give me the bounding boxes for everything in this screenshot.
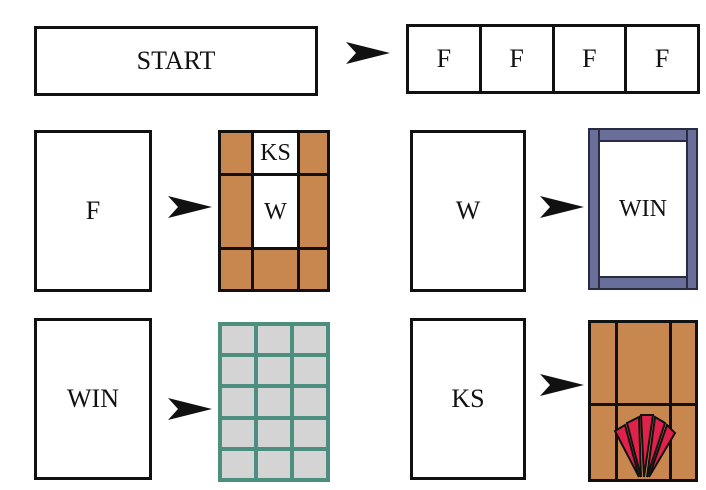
win-symbol-box: WIN — [34, 318, 152, 480]
window-slot: W — [254, 176, 297, 247]
window-pane — [258, 357, 290, 385]
window-pane — [222, 450, 254, 478]
win-label: WIN — [67, 384, 119, 413]
brick-divider — [221, 247, 327, 250]
keystone-brick-layout — [588, 320, 698, 482]
brick-divider — [297, 133, 300, 289]
facade-label: F — [436, 44, 452, 73]
brick-divider — [221, 173, 327, 176]
window-pane — [258, 419, 290, 447]
window-pane — [258, 450, 290, 478]
w-symbol-box: W — [410, 130, 526, 292]
arrow-right-icon — [346, 42, 390, 64]
window-pane — [258, 326, 290, 354]
facade-cell-3: F — [555, 27, 628, 91]
ks-label: KS — [260, 140, 291, 166]
brick-divider — [591, 403, 695, 406]
start-label: START — [136, 46, 216, 75]
facade-label: F — [582, 44, 597, 73]
w-label: W — [264, 198, 287, 225]
window-pane — [222, 357, 254, 385]
window-inner: WIN — [598, 140, 688, 278]
facade-cell-2: F — [482, 27, 555, 91]
brick-divider — [615, 323, 618, 479]
pane-grid — [218, 322, 330, 482]
window-pane — [258, 388, 290, 416]
frame-joint — [598, 130, 600, 140]
facade-brick-layout: KS W — [218, 130, 330, 292]
brick-divider — [669, 323, 672, 479]
window-pane — [294, 388, 326, 416]
arrow-right-icon — [168, 196, 212, 218]
start-symbol-box: START — [34, 26, 318, 96]
ks-symbol-box: KS — [410, 318, 526, 480]
window-pane — [294, 326, 326, 354]
facade-row-box: F F F F — [406, 24, 700, 94]
window-pane — [222, 326, 254, 354]
brick-divider — [251, 133, 254, 289]
window-pane — [294, 357, 326, 385]
w-label: W — [455, 196, 481, 225]
ks-label: KS — [451, 384, 485, 413]
facade-label: F — [654, 44, 670, 73]
window-pane — [222, 419, 254, 447]
arrow-right-icon — [168, 398, 212, 420]
arrow-right-icon — [540, 196, 584, 218]
window-pane — [222, 388, 254, 416]
window-pane — [294, 450, 326, 478]
window-pane — [294, 419, 326, 447]
facade-label: F — [509, 44, 524, 73]
facade-cell-1: F — [409, 27, 482, 91]
f-label: F — [85, 196, 101, 225]
window-frame: WIN — [588, 128, 698, 290]
frame-joint — [686, 278, 688, 288]
win-label: WIN — [619, 196, 667, 222]
frame-joint — [598, 278, 600, 288]
keystone-slot: KS — [254, 133, 297, 173]
arrow-right-icon — [540, 374, 584, 396]
f-symbol-box: F — [34, 130, 152, 292]
facade-cell-4: F — [627, 27, 697, 91]
keystone-ornament-icon — [613, 414, 677, 478]
frame-joint — [686, 130, 688, 140]
